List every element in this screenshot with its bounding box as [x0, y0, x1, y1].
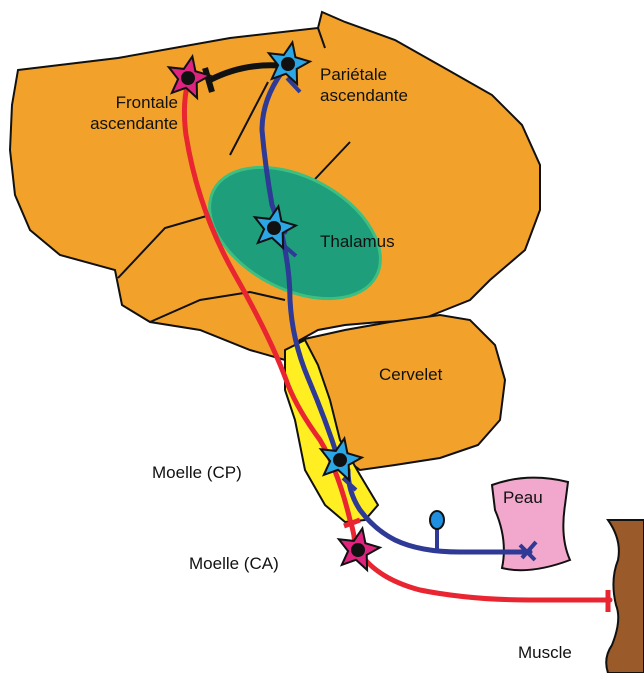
- label-frontale: Frontale ascendante: [78, 92, 178, 134]
- label-cervelet: Cervelet: [379, 364, 442, 385]
- neuron-nucleus: [181, 71, 195, 85]
- neuron-nucleus: [333, 453, 347, 467]
- label-muscle: Muscle: [518, 642, 572, 663]
- neuron-nucleus: [351, 543, 365, 557]
- label-parietale-line1: Pariétale: [320, 64, 408, 85]
- receptor-icon: [430, 511, 444, 529]
- label-frontale-line2: ascendante: [78, 113, 178, 134]
- label-parietale: Pariétale ascendante: [320, 64, 408, 106]
- label-thalamus: Thalamus: [320, 231, 395, 252]
- neuron-nucleus: [267, 221, 281, 235]
- motor-pathway-peripheral: [358, 550, 610, 600]
- label-parietale-line2: ascendante: [320, 85, 408, 106]
- star-neuron-icon: [339, 528, 380, 570]
- label-peau: Peau: [503, 487, 543, 508]
- muscle: [606, 520, 644, 673]
- label-moelle-ca: Moelle (CA): [189, 553, 279, 574]
- neuron-nucleus: [281, 57, 295, 71]
- label-frontale-line1: Frontale: [78, 92, 178, 113]
- label-moelle-cp: Moelle (CP): [152, 462, 242, 483]
